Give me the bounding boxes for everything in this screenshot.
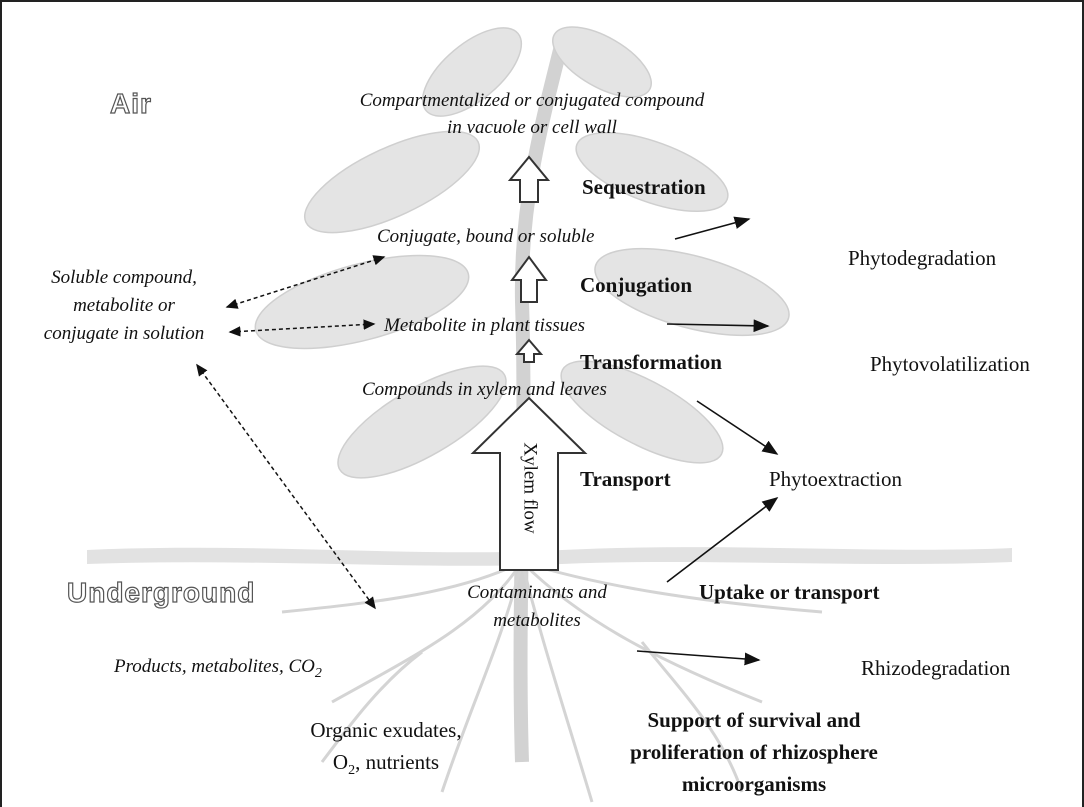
transport-label: Transport [580,467,671,491]
exudates-o: O [332,750,349,774]
arrow-root-to-phytoextraction [666,497,779,583]
exudates-subscript: 2 [348,763,356,779]
compartmentalized-line2: in vacuole or cell wall [447,117,617,138]
sequestration-label: Sequestration [582,175,706,199]
soluble-line3: conjugate in solution [43,323,205,344]
dashed-arrow-solution-contaminants [196,363,376,610]
phytodegradation-label: Phytodegradation [848,246,997,270]
xylem-flow-label: Xylem flow [519,442,541,534]
contaminants-line2: metabolites [493,610,581,631]
exudates-line2: O2, nutrients [333,750,439,780]
phytovolatilization-label: Phytovolatilization [870,352,1030,376]
underground-label: Underground [66,576,256,608]
products-label: Products, metabolites, CO2 [114,656,322,683]
compounds-xylem-text: Compounds in xylem and leaves [362,379,607,400]
soluble-line1: Soluble compound, [51,267,197,288]
sequestration-up-arrow [507,155,551,203]
transformation-up-arrow [514,338,544,363]
dashed-arrow-solution-metabolite [228,319,376,337]
contaminants-line1: Contaminants and [467,582,607,603]
xylem-flow-arrow [470,396,588,571]
phytoextraction-label: Phytoextraction [769,467,902,491]
support-line1: Support of survival and [647,708,861,732]
arrow-to-rhizodegradation [636,650,761,666]
rhizodegradation-label: Rhizodegradation [861,656,1011,680]
exudates-rest: , nutrients [355,750,440,774]
conjugation-up-arrow [510,255,548,303]
conjugation-label: Conjugation [580,273,693,297]
soluble-line2: metabolite or [73,295,175,316]
metabolite-text: Metabolite in plant tissues [384,315,586,336]
air-label: Air [109,87,152,119]
arrow-xylem-to-phytoextraction [696,400,779,455]
products-subscript: 2 [314,665,322,681]
exudates-line1: Organic exudates, [310,718,462,742]
products-text: Products, metabolites, CO [114,656,315,677]
arrow-to-phytodegradation [674,216,751,240]
compartmentalized-line1: Compartmentalized or conjugated compound [359,90,705,111]
support-line3: microorganisms [681,772,827,796]
arrow-to-phytovolatilization [666,319,770,333]
uptake-label: Uptake or transport [699,580,880,604]
conjugate-text: Conjugate, bound or soluble [377,226,595,247]
transformation-label: Transformation [580,350,722,374]
support-line2: proliferation of rhizosphere [630,740,878,764]
